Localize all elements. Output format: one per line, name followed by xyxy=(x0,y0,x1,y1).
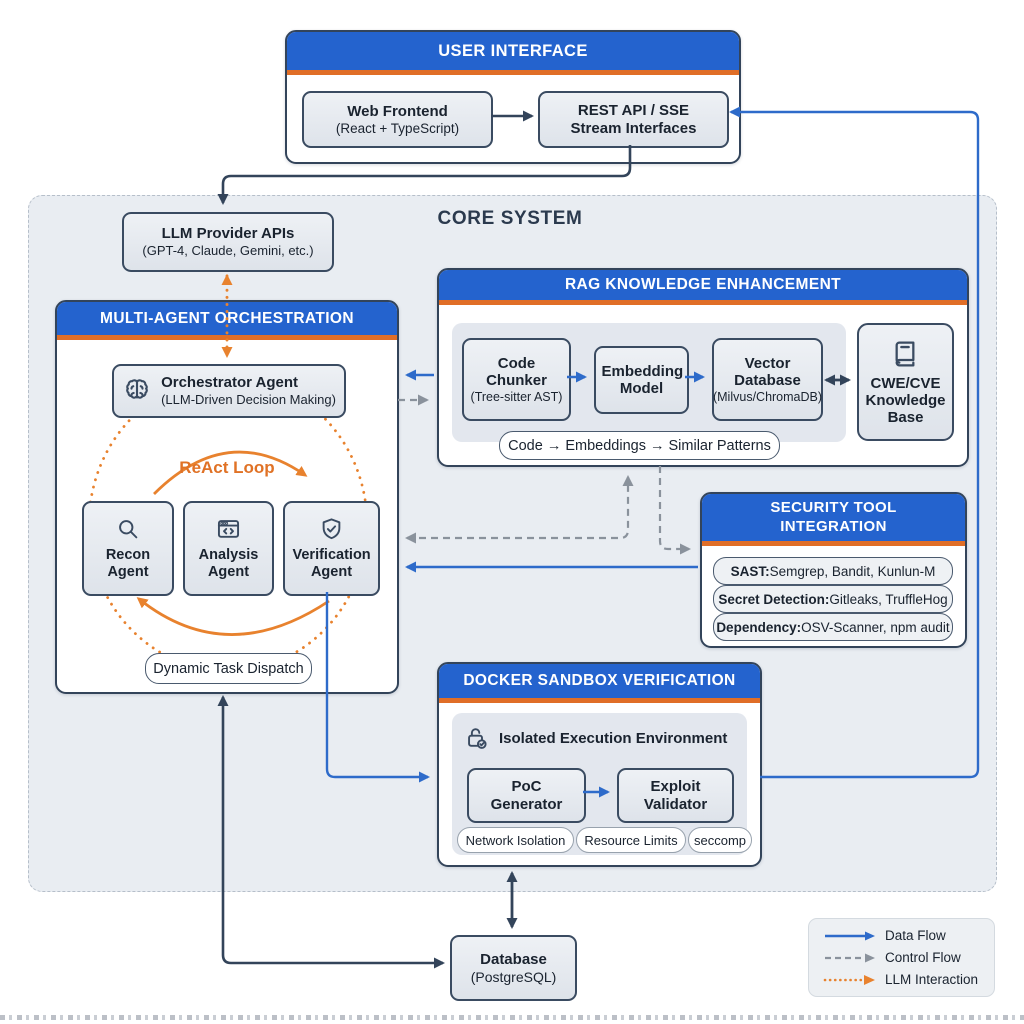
poc-generator-node: PoC Generator xyxy=(467,768,586,823)
dynamic-task-dispatch-pill: Dynamic Task Dispatch xyxy=(145,653,312,684)
security-title-line2: INTEGRATION xyxy=(780,517,887,535)
rag-flow-pill: Code → Embeddings → Similar Patterns xyxy=(499,431,780,460)
web-frontend-subtitle: (React + TypeScript) xyxy=(335,120,460,136)
core-system-label: CORE SYSTEM xyxy=(437,208,583,229)
legend-item-llm-interaction: LLM Interaction xyxy=(823,969,994,991)
security-item-prefix: Secret Detection: xyxy=(718,591,830,607)
agent-label: Verification Agent xyxy=(292,547,371,580)
rest-api-node: REST API / SSE Stream Interfaces xyxy=(538,91,729,148)
agent-label: Analysis Agent xyxy=(198,547,259,580)
rag-flow-label: Code → Embeddings → Similar Patterns xyxy=(508,437,771,454)
security-title-line1: SECURITY TOOL xyxy=(770,498,897,516)
vector-database-node: Vector Database (Milvus/ChromaDB) xyxy=(712,338,823,421)
code-chunker-node: Code Chunker (Tree-sitter AST) xyxy=(462,338,571,421)
docker-section: DOCKER SANDBOX VERIFICATION Isolated Exe… xyxy=(437,662,762,867)
security-item-prefix: Dependency: xyxy=(716,619,802,635)
docker-accent-bar xyxy=(439,698,760,703)
agent-node-verification: Verification Agent xyxy=(283,501,380,596)
legend-item-control-flow: Control Flow xyxy=(823,947,994,969)
code-window-icon xyxy=(217,520,240,539)
llm-provider-title: LLM Provider APIs xyxy=(161,225,295,243)
security-item-rest: Gitleaks, TruffleHog xyxy=(829,591,948,607)
book-icon xyxy=(895,341,914,367)
cropped-caption-strip xyxy=(0,1015,1024,1020)
docker-env-title-row: Isolated Execution Environment xyxy=(464,725,727,752)
legend-label: Data Flow xyxy=(885,928,946,943)
database-subtitle: (PostgreSQL) xyxy=(470,969,557,986)
agent-node-recon: Recon Agent xyxy=(82,501,174,596)
security-item-rest: OSV-Scanner, npm audit xyxy=(801,619,950,635)
agent-label: Recon Agent xyxy=(105,547,151,580)
docker-pill-resource: Resource Limits xyxy=(576,827,686,853)
dispatch-label: Dynamic Task Dispatch xyxy=(153,660,304,677)
security-item-secret: Secret Detection: Gitleaks, TruffleHog xyxy=(713,585,953,613)
brain-icon xyxy=(126,379,148,399)
legend: Data Flow Control Flow LLM Interaction xyxy=(808,918,995,997)
exploit-validator-title: Exploit Validator xyxy=(643,778,708,813)
multi-agent-header: MULTI-AGENT ORCHESTRATION xyxy=(57,302,397,335)
rag-accent-bar xyxy=(439,300,967,305)
magnifier-icon xyxy=(118,520,137,539)
docker-pill-label: seccomp xyxy=(693,832,747,848)
user-interface-header: USER INTERFACE xyxy=(287,32,739,70)
database-title: Database xyxy=(480,950,547,968)
llm-provider-subtitle: (GPT-4, Claude, Gemini, etc.) xyxy=(142,242,314,258)
docker-header: DOCKER SANDBOX VERIFICATION xyxy=(439,664,760,698)
legend-label: LLM Interaction xyxy=(885,972,979,987)
poc-generator-title: PoC Generator xyxy=(490,778,563,813)
database-node: Database (PostgreSQL) xyxy=(450,935,577,1001)
web-frontend-node: Web Frontend (React + TypeScript) xyxy=(302,91,493,148)
llm-provider-node: LLM Provider APIs (GPT-4, Claude, Gemini… xyxy=(122,212,334,272)
rest-api-line2: Stream Interfaces xyxy=(570,119,697,137)
rest-api-line1: REST API / SSE xyxy=(577,102,690,120)
cwe-knowledge-title: CWE/CVE Knowledge Base xyxy=(865,374,946,427)
vector-database-title: Vector Database xyxy=(734,354,801,389)
vector-database-subtitle: (Milvus/ChromaDB) xyxy=(712,390,823,405)
agent-node-analysis: Analysis Agent xyxy=(183,501,274,596)
lock-check-icon xyxy=(468,728,487,749)
llm-interaction-swatch xyxy=(823,974,875,985)
security-header: SECURITY TOOL INTEGRATION xyxy=(702,494,965,541)
web-frontend-title: Web Frontend xyxy=(347,102,448,120)
security-item-sast: SAST: Semgrep, Bandit, Kunlun-M xyxy=(713,557,953,585)
multi-agent-section: MULTI-AGENT ORCHESTRATION Orchestrator A… xyxy=(55,300,399,694)
react-loop-label: ReAct Loop xyxy=(179,458,275,477)
legend-label: Control Flow xyxy=(885,950,961,965)
docker-pill-network: Network Isolation xyxy=(457,827,574,853)
orchestrator-title: Orchestrator Agent xyxy=(161,374,299,392)
security-accent-bar xyxy=(702,541,965,546)
docker-pill-label: Resource Limits xyxy=(584,832,678,848)
user-interface-accent-bar xyxy=(287,70,739,75)
security-item-dependency: Dependency: OSV-Scanner, npm audit xyxy=(713,613,953,641)
security-item-prefix: SAST: xyxy=(730,563,770,579)
docker-pill-label: Network Isolation xyxy=(465,832,566,848)
legend-item-data-flow: Data Flow xyxy=(823,925,994,947)
exploit-validator-node: Exploit Validator xyxy=(617,768,734,823)
cwe-knowledge-node: CWE/CVE Knowledge Base xyxy=(857,323,954,441)
embedding-model-title: Embedding Model xyxy=(601,362,684,397)
orchestrator-subtitle: (LLM-Driven Decision Making) xyxy=(161,391,336,407)
security-section: SECURITY TOOL INTEGRATION SAST: Semgrep,… xyxy=(700,492,967,648)
data-flow-swatch xyxy=(825,931,875,940)
control-flow-swatch xyxy=(825,953,875,962)
orchestrator-node: Orchestrator Agent (LLM-Driven Decision … xyxy=(112,364,346,418)
user-interface-section: USER INTERFACE Web Frontend (React + Typ… xyxy=(285,30,741,164)
code-chunker-title: Code Chunker xyxy=(486,354,547,389)
rag-header: RAG KNOWLEDGE ENHANCEMENT xyxy=(439,270,967,300)
code-chunker-subtitle: (Tree-sitter AST) xyxy=(470,390,563,405)
docker-pill-seccomp: seccomp xyxy=(688,827,752,853)
docker-env-title: Isolated Execution Environment xyxy=(499,730,728,747)
shield-check-icon xyxy=(322,518,341,540)
embedding-model-node: Embedding Model xyxy=(594,346,689,414)
security-item-rest: Semgrep, Bandit, Kunlun-M xyxy=(769,563,936,579)
